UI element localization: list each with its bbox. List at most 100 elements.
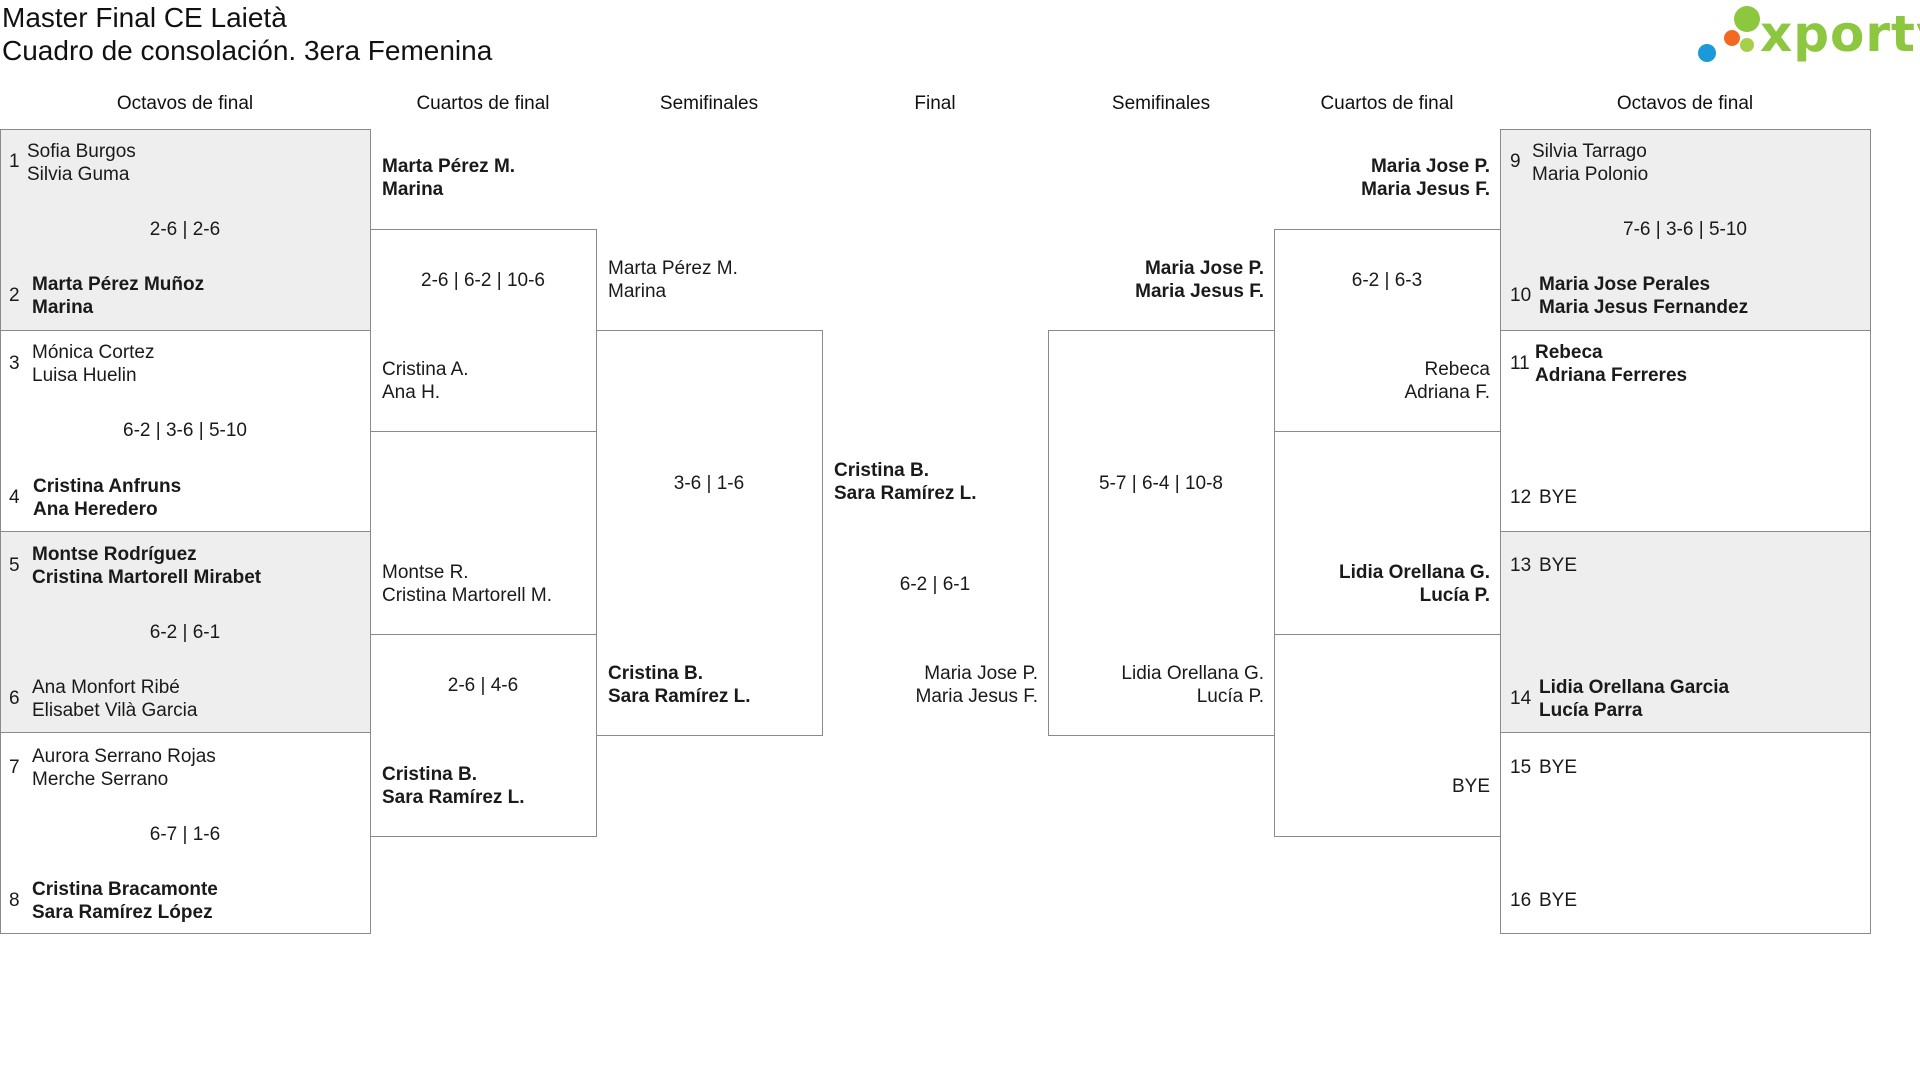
player-name: Maria Jesus F. xyxy=(915,686,1038,707)
seed-number: 1 xyxy=(9,151,20,172)
player-name: Maria Polonio xyxy=(1532,164,1649,185)
player-name-winner: Maria Jesus Fernandez xyxy=(1539,297,1749,318)
match-score: 6-2 | 6-1 xyxy=(149,622,221,643)
player-name: Marina xyxy=(608,281,667,302)
round-header-sf-right: Semifinales xyxy=(1111,93,1211,114)
seed-number: 10 xyxy=(1510,285,1532,306)
player-name: Adriana F. xyxy=(1404,382,1490,403)
champion-name: Sara Ramírez L. xyxy=(834,483,977,504)
match-qf-right-2 xyxy=(1274,634,1501,837)
round-header-final: Final xyxy=(914,93,956,114)
player-name-winner: Cristina B. xyxy=(608,663,704,684)
bye-label: BYE xyxy=(1539,890,1578,911)
player-name: Lidia Orellana G. xyxy=(1121,663,1264,684)
player-name: Ana H. xyxy=(382,382,441,403)
seed-number: 2 xyxy=(9,285,20,306)
final-score: 6-2 | 6-1 xyxy=(899,574,971,595)
seed-number: 4 xyxy=(9,487,20,508)
player-name-winner: Maria Jesus F. xyxy=(1361,179,1490,200)
match-score: 6-2 | 3-6 | 5-10 xyxy=(123,420,247,441)
match-score: 3-6 | 1-6 xyxy=(673,473,745,494)
match-score: 2-6 | 2-6 xyxy=(149,219,221,240)
player-name-winner: Cristina Anfruns xyxy=(33,476,182,497)
logo-wordmark: xporty xyxy=(1760,5,1920,63)
match-score: 7-6 | 3-6 | 5-10 xyxy=(1623,219,1747,240)
player-name: Maria Jose P. xyxy=(924,663,1038,684)
page-subtitle: Cuadro de consolación. 3era Femenina xyxy=(2,35,493,66)
player-name: Merche Serrano xyxy=(32,769,169,790)
seed-number: 7 xyxy=(9,757,20,778)
logo-dot-blue-icon xyxy=(1698,44,1716,62)
seed-number: 5 xyxy=(9,555,20,576)
player-name-winner: Lidia Orellana Garcia xyxy=(1539,677,1730,698)
player-name-winner: Cristina Bracamonte xyxy=(32,879,218,900)
round-header-qf-right: Cuartos de final xyxy=(1320,93,1454,114)
match-r16-right-3 xyxy=(1500,531,1871,733)
player-name-winner: Montse Rodríguez xyxy=(32,544,197,565)
player-name-winner: Adriana Ferreres xyxy=(1535,365,1688,386)
xporty-logo: xporty xyxy=(1698,0,1920,72)
logo-dot-orange-icon xyxy=(1724,30,1740,46)
match-sf-left xyxy=(596,330,823,736)
seed-number: 8 xyxy=(9,890,20,911)
player-name-winner: Sara Ramírez López xyxy=(32,902,213,923)
player-name-winner: Sara Ramírez L. xyxy=(608,686,751,707)
player-name-winner: Marta Pérez M. xyxy=(382,156,516,177)
round-header-sf-left: Semifinales xyxy=(659,93,759,114)
match-r16-right-4 xyxy=(1500,732,1871,934)
seed-number: 3 xyxy=(9,353,20,374)
match-score: 6-2 | 6-3 xyxy=(1351,270,1423,291)
player-name: Lucía P. xyxy=(1196,686,1264,707)
player-name-winner: Maria Jose P. xyxy=(1144,258,1264,279)
player-name: Montse R. xyxy=(382,562,469,583)
bye-label: BYE xyxy=(1539,757,1578,778)
seed-number: 16 xyxy=(1510,890,1532,911)
player-name: Luisa Huelin xyxy=(32,365,137,386)
bye-label: BYE xyxy=(1451,776,1490,797)
round-header-r16-left: Octavos de final xyxy=(116,93,254,114)
player-name: Silvia Tarrago xyxy=(1532,141,1647,162)
player-name: Marta Pérez M. xyxy=(608,258,738,279)
player-name: Mónica Cortez xyxy=(32,342,155,363)
player-name: Ana Monfort Ribé xyxy=(32,677,180,698)
player-name-winner: Marina xyxy=(382,179,444,200)
match-score: 5-7 | 6-4 | 10-8 xyxy=(1099,473,1223,494)
seed-number: 11 xyxy=(1510,353,1530,374)
player-name: Cristina A. xyxy=(382,359,469,380)
player-name-winner: Lucía Parra xyxy=(1539,700,1643,721)
champion-name: Cristina B. xyxy=(834,460,930,481)
player-name-winner: Ana Heredero xyxy=(33,499,158,520)
seed-number: 12 xyxy=(1510,487,1532,508)
player-name-winner: Maria Jose Perales xyxy=(1539,274,1711,295)
match-score: 2-6 | 6-2 | 10-6 xyxy=(421,270,545,291)
bye-label: BYE xyxy=(1539,487,1578,508)
match-score: 6-7 | 1-6 xyxy=(149,824,221,845)
player-name: Cristina Martorell M. xyxy=(382,585,552,606)
match-score: 2-6 | 4-6 xyxy=(447,675,519,696)
round-header-r16-right: Octavos de final xyxy=(1616,93,1754,114)
logo-dot-green-icon xyxy=(1734,6,1760,32)
match-r16-left-3 xyxy=(0,531,371,733)
seed-number: 9 xyxy=(1510,151,1521,172)
player-name-winner: Cristina Martorell Mirabet xyxy=(32,567,262,588)
player-name-winner: Rebeca xyxy=(1535,342,1603,363)
player-name-winner: Marta Pérez Muñoz xyxy=(32,274,205,295)
round-header-qf-left: Cuartos de final xyxy=(416,93,550,114)
player-name-winner: Cristina B. xyxy=(382,764,478,785)
seed-number: 14 xyxy=(1510,688,1532,709)
seed-number: 6 xyxy=(9,688,20,709)
seed-number: 15 xyxy=(1510,757,1532,778)
player-name-winner: Marina xyxy=(32,297,94,318)
page-title: Master Final CE Laietà xyxy=(2,2,287,33)
player-name-winner: Maria Jesus F. xyxy=(1135,281,1264,302)
player-name: Elisabet Vilà Garcia xyxy=(32,700,198,721)
player-name-winner: Lidia Orellana G. xyxy=(1339,562,1490,583)
player-name: Rebeca xyxy=(1424,359,1491,380)
player-name: Silvia Guma xyxy=(27,164,130,185)
logo-dot-lightgreen-icon xyxy=(1740,38,1754,52)
player-name-winner: Sara Ramírez L. xyxy=(382,787,525,808)
bye-label: BYE xyxy=(1539,555,1578,576)
player-name-winner: Lucía P. xyxy=(1419,585,1490,606)
player-name: Sofia Burgos xyxy=(27,141,136,162)
seed-number: 13 xyxy=(1510,555,1532,576)
